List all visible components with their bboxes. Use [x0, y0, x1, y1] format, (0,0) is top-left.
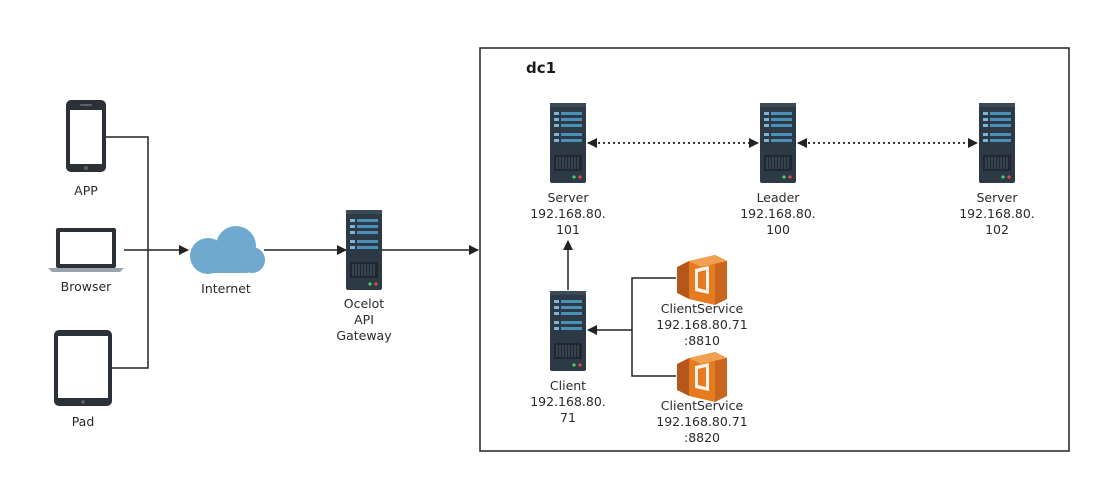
server-102-label-3: 102: [985, 222, 1009, 237]
gateway-label-3: Gateway: [336, 328, 392, 343]
internet-label: Internet: [201, 281, 251, 296]
laptop-icon: [48, 228, 124, 272]
dc1-container: [479, 47, 1070, 452]
smartphone-icon: [66, 100, 106, 172]
service-8810-label-3: :8810: [684, 333, 720, 348]
service-connectors: [631, 277, 676, 377]
tablet-icon: [54, 330, 112, 406]
client-connectors: [106, 136, 149, 369]
server-102-label-1: Server: [977, 190, 1019, 205]
server-101-icon: [549, 102, 587, 184]
server-101-label-3: 101: [556, 222, 580, 237]
service-8820-label-2: 192.168.80.71: [656, 414, 747, 429]
cloud-icon: [190, 226, 265, 274]
app-label: APP: [74, 183, 98, 198]
leader-server-icon: [759, 102, 797, 184]
container-title: dc1: [526, 59, 556, 77]
pad-label: Pad: [72, 414, 95, 429]
client-label-3: 71: [560, 410, 576, 425]
leader-label-1: Leader: [757, 190, 801, 205]
client-service-8810-icon: [677, 255, 727, 305]
leader-label-2: 192.168.80.: [740, 206, 816, 221]
client-label-1: Client: [550, 378, 586, 393]
gateway-label-2: API: [354, 312, 374, 327]
server-102-label-2: 192.168.80.: [959, 206, 1035, 221]
client-service-8820-icon: [677, 352, 727, 402]
server-102-icon: [978, 102, 1016, 184]
gateway-label-1: Ocelot: [344, 296, 385, 311]
service-8810-label-2: 192.168.80.71: [656, 317, 747, 332]
service-8820-label-3: :8820: [684, 430, 720, 445]
gateway-server-icon: [345, 209, 383, 291]
client-server-icon: [549, 290, 587, 372]
service-8820-label-1: ClientService: [661, 398, 744, 413]
server-101-label-2: 192.168.80.: [530, 206, 606, 221]
service-8810-label-1: ClientService: [661, 301, 744, 316]
client-label-2: 192.168.80.: [530, 394, 606, 409]
server-101-label-1: Server: [548, 190, 590, 205]
leader-label-3: 100: [766, 222, 790, 237]
browser-label: Browser: [61, 279, 113, 294]
